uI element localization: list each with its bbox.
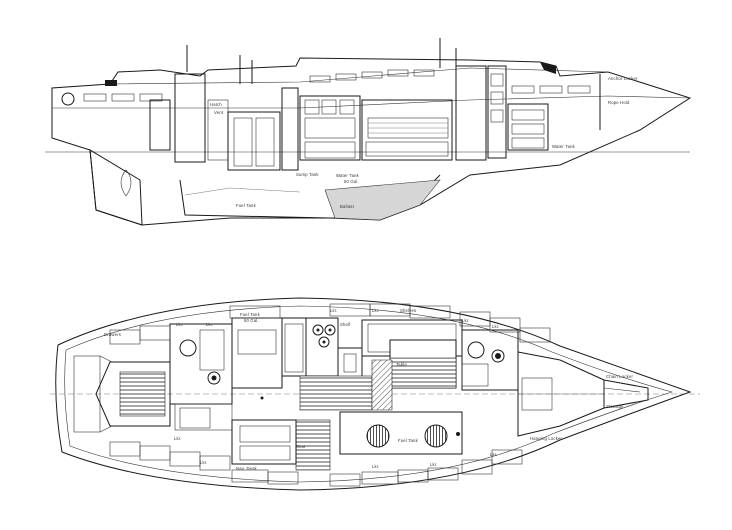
cabin-windows: [83, 69, 591, 102]
stbd-drum-2: [424, 424, 448, 448]
hull-plan-outline: [55, 297, 692, 491]
label-anchor-locker: Anchor Locker: [608, 76, 638, 81]
label-table: Table: [396, 362, 407, 367]
label-seat: Seat: [296, 444, 306, 449]
label-vent: Vent: [214, 110, 224, 115]
label-nav-desk: Nav. Desk: [236, 466, 258, 471]
label-lkr-23: Lkr.: [174, 436, 182, 441]
sheer-line: [52, 95, 691, 109]
chain-locker: [603, 379, 649, 409]
label-chain-locker: Chain Locker: [606, 374, 633, 379]
saloon-sole-diag: [371, 359, 393, 411]
label-lkr-2: Lkr.: [372, 308, 380, 313]
stern-porthole: [61, 92, 75, 106]
cockpit-grating: [119, 371, 166, 417]
cabin-top: [109, 67, 609, 85]
saloon-stbd-settee: [339, 411, 463, 455]
lazarette: [73, 355, 101, 433]
fwd-toilet: [467, 341, 485, 359]
label-lkr-5: Lkr.: [176, 322, 184, 327]
fuel-tank-outline: [184, 187, 301, 196]
stove: [281, 317, 307, 377]
label-fuel-tank-port-cap: 50 Gal.: [244, 318, 259, 323]
profile-joinery: [149, 65, 601, 171]
dorade-box: [105, 80, 117, 86]
galley-block: [231, 317, 283, 389]
bow-pulpit-base: [540, 62, 556, 74]
label-hanging-locker: Hanging Locker: [530, 436, 563, 441]
sink-cluster: [312, 324, 336, 348]
fwd-head: [461, 329, 519, 391]
label-ballast: Ballast: [340, 204, 355, 209]
label-shelves: Shelves: [400, 308, 416, 313]
propeller: [120, 169, 132, 197]
aft-cabin: [169, 323, 233, 405]
rudder: [89, 149, 143, 226]
plan-view: Fuel Tank 50 Gal. Lkr. Lkr. Shelves Shel…: [50, 297, 700, 491]
label-fuel-tank-port: Fuel Tank: [240, 312, 261, 317]
label-sump-tank: Sump Tank: [296, 172, 319, 177]
label-lkr-22: Lkr.: [430, 462, 438, 467]
saloon-sole: [299, 375, 373, 411]
stbd-drum-1: [366, 424, 390, 448]
hull-profile-outline: [51, 57, 692, 226]
aft-head-toilet: [179, 339, 197, 357]
label-lkr-6: Lkr.: [206, 322, 214, 327]
aft-sink: [207, 371, 221, 385]
companion-step: [295, 419, 331, 471]
cockpit: [95, 361, 171, 427]
hull-lockers: [109, 303, 551, 487]
label-fuel-tank-stbd: Fuel Tank: [398, 438, 419, 443]
label-lkr-20: Lkr.: [490, 452, 498, 457]
label-lkr-21: Lkr.: [372, 464, 380, 469]
label-water-tank-cap: 50 Gal.: [344, 179, 359, 184]
label-lkr-1: Lkr.: [330, 308, 338, 313]
label-shelf-1: Shelf: [340, 322, 351, 327]
label-drawers: Drawers: [104, 332, 121, 337]
ballast: [324, 179, 441, 221]
deck-inner-line: [64, 305, 674, 483]
label-lkr-4: Lkr.: [492, 324, 500, 329]
label-fuel-tank: Fuel Tank: [236, 203, 257, 208]
icebox: [337, 347, 363, 379]
label-lkr-3: Lkr.: [462, 318, 470, 323]
label-stowage: Stowage: [606, 404, 624, 409]
label-lkr-24: Lkr.: [200, 460, 208, 465]
label-rope-hold: Rope Hold: [608, 100, 630, 105]
label-water-tank: Water Tank: [336, 173, 360, 178]
label-hatch: Hatch: [210, 102, 222, 107]
hanging-locker-aft: [231, 419, 297, 465]
profile-view: Fuel Tank Ballast Water Tank 50 Gal. Sum…: [45, 38, 692, 226]
label-water-tank-fwd: Water Tank: [552, 144, 576, 149]
